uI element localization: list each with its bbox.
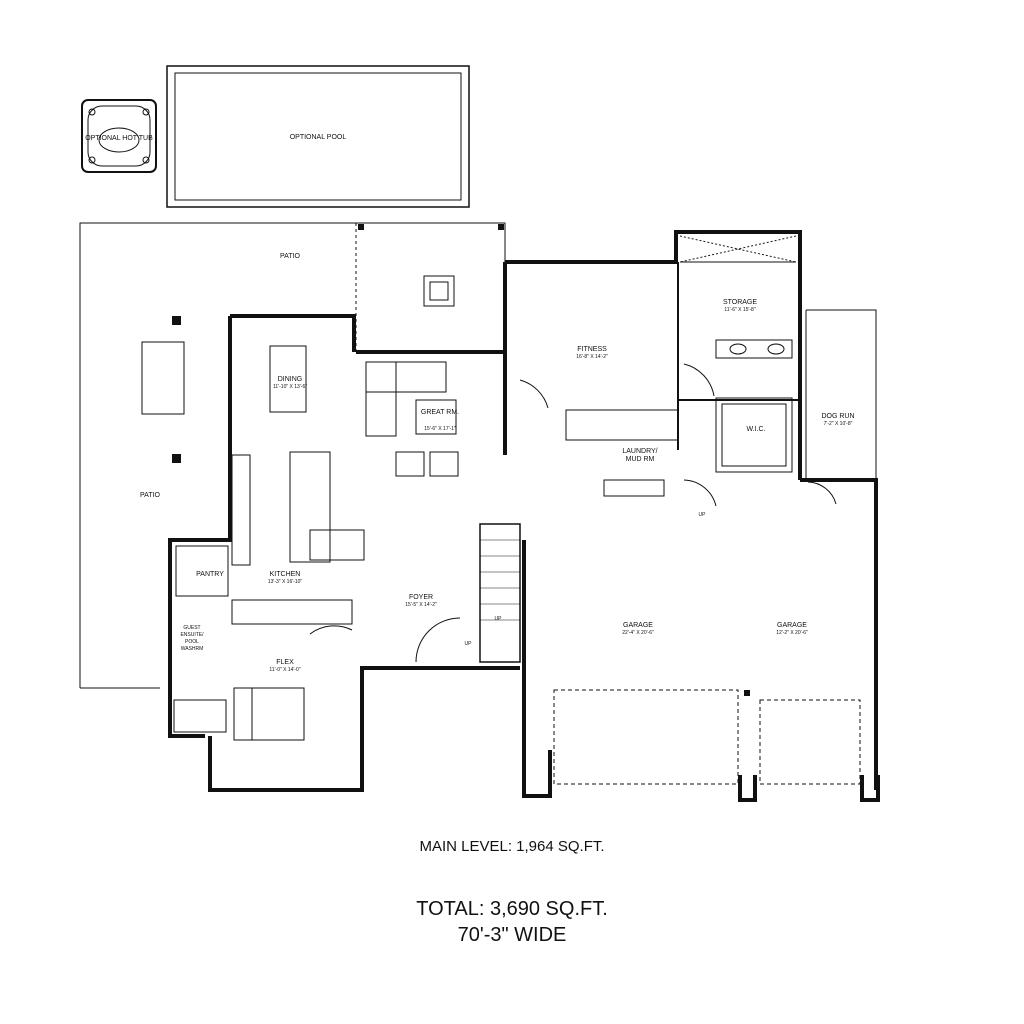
width-caption: 70'-3" WIDE [457,924,567,946]
label-wic: W.I.C. [746,426,765,433]
label-guest-4: WASHRM [181,646,204,652]
label-guest-3: POOL [185,639,199,645]
label-hot-tub: OPTIONAL HOT TUB [85,135,153,142]
dim-dining: 11'-10" X 13'-6" [273,384,307,390]
dim-great-room: 15'-6" X 17'-1" [424,426,456,432]
dim-garage-left: 22'-4" X 20'-6" [622,630,654,636]
dim-dog-run: 7'-2" X 10'-8" [824,421,853,427]
label-laundry: LAUNDRY/ [622,448,657,455]
label-dining: DINING [278,376,303,383]
dim-storage: 11'-6" X 15'-8" [724,307,755,313]
label-guest-2: ENSUITE/ [180,632,204,638]
label-great-room: GREAT RM. [421,409,459,416]
dim-kitchen: 13'-3" X 16'-10" [268,579,303,585]
label-pantry: PANTRY [196,571,224,578]
label-up-3: UP [699,512,707,518]
label-kitchen: KITCHEN [270,571,301,578]
label-pool: OPTIONAL POOL [290,134,347,141]
dim-flex: 11'-0" X 14'-0" [269,667,300,673]
label-guest-1: GUEST [183,625,200,631]
label-mud-room: MUD RM [626,456,655,463]
label-up-2: UP [495,616,503,622]
exterior-walls [168,230,880,802]
dim-foyer: 15'-5" X 14'-2" [405,602,437,608]
label-fitness: FITNESS [577,346,607,353]
main-level-caption: MAIN LEVEL: 1,964 SQ.FT. [419,838,605,855]
pool [166,65,470,208]
label-storage: STORAGE [723,299,757,306]
label-dog-run: DOG RUN [821,413,854,420]
label-foyer: FOYER [409,594,433,601]
label-flex: FLEX [276,659,294,666]
dim-garage-right: 12'-2" X 20'-6" [776,630,808,636]
label-garage-left: GARAGE [623,622,653,629]
total-caption: TOTAL: 3,690 SQ.FT. [416,898,608,920]
label-patio-left: PATIO [140,492,161,499]
label-patio-top: PATIO [280,253,301,260]
label-garage-right: GARAGE [777,622,807,629]
hot-tub [81,99,157,173]
label-up-1: UP [465,641,473,647]
dim-fitness: 16'-8" X 14'-2" [576,354,608,360]
patio-outline [79,222,506,688]
